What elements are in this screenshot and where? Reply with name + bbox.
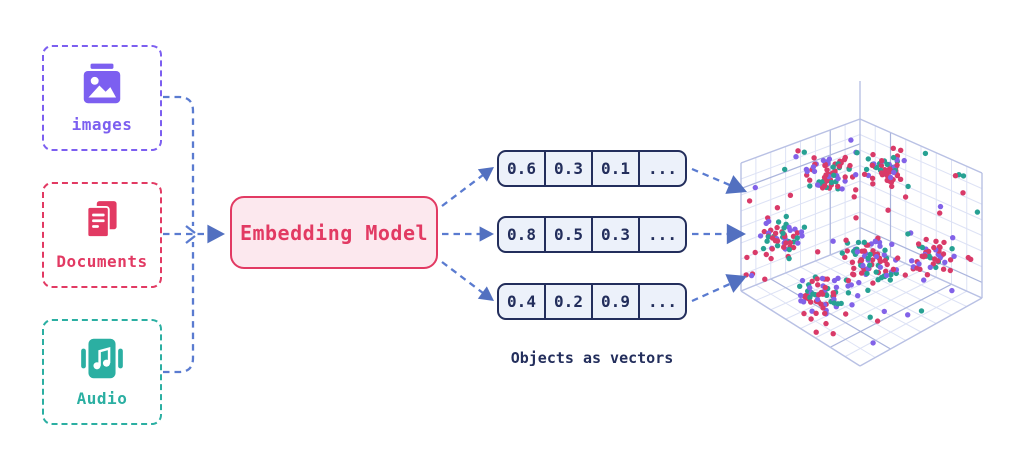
- source-label: Documents: [56, 252, 148, 271]
- vector-cell: 0.3: [593, 218, 640, 251]
- image-icon: [83, 63, 121, 104]
- vector-row-2: 0.8 0.5 0.3 ...: [497, 216, 687, 253]
- vector-cell-ellipsis: ...: [648, 292, 677, 311]
- audio-icon: [81, 338, 123, 379]
- vector-cell-ellipsis: ...: [648, 225, 677, 244]
- vector-cell: 0.4: [499, 285, 546, 318]
- vector-cell: 0.8: [499, 218, 546, 251]
- embedding-space-3d-scatter: [740, 81, 983, 367]
- vector-row-3: 0.4 0.2 0.9 ...: [497, 283, 687, 320]
- vector-cell: 0.5: [546, 218, 593, 251]
- vector-cell: 0.1: [593, 152, 640, 185]
- embedding-model-box: Embedding Model: [230, 196, 438, 269]
- vector-cell: 0.6: [499, 152, 546, 185]
- vector-row-1: 0.6 0.3 0.1 ...: [497, 150, 687, 187]
- vector-cell: 0.2: [546, 285, 593, 318]
- source-label: Audio: [76, 389, 128, 408]
- source-box-documents: Documents: [42, 182, 162, 288]
- source-box-images: images: [42, 45, 162, 151]
- source-box-audio: Audio: [42, 319, 162, 425]
- vector-cell: 0.9: [593, 285, 640, 318]
- source-label: images: [71, 115, 133, 134]
- vectors-caption: Objects as vectors: [510, 349, 674, 367]
- vector-cell: 0.3: [546, 152, 593, 185]
- document-icon: [86, 201, 117, 239]
- vector-cell-ellipsis: ...: [648, 159, 677, 178]
- embedding-model-label: Embedding Model: [239, 220, 429, 245]
